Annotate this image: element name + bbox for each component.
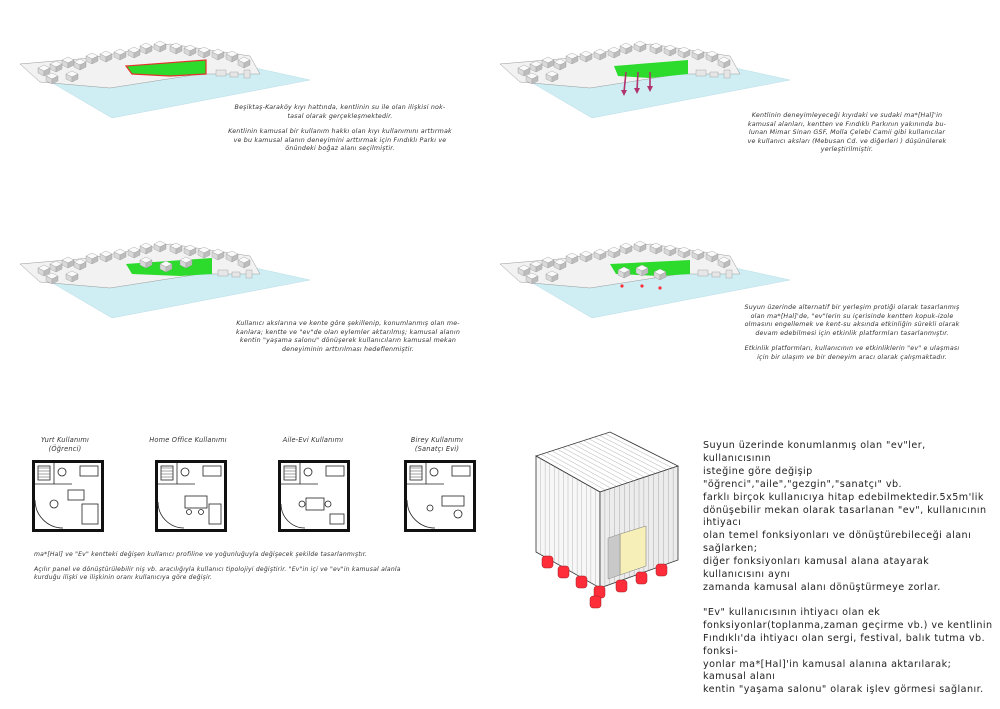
site-diagram-4 [499, 240, 791, 319]
site-note-4: Suyun üzerinde alternatif bir yerleşim p… [744, 304, 960, 361]
house-description: Suyun üzerinde konumlanmış olan "ev"ler,… [703, 440, 993, 696]
stair-icon [410, 467, 422, 478]
findikli-park [124, 59, 207, 77]
site-note-2: Kentlinin deneyimleyeceği kıyıdaki ve su… [747, 112, 947, 154]
piers [215, 69, 251, 79]
house-axonometric [535, 431, 680, 609]
piers [697, 269, 733, 279]
plan-title-dormitory: Yurt Kullanımı (Öğrenci) [40, 436, 90, 453]
house-left-facade [535, 455, 601, 589]
pontoon-floats [541, 555, 668, 609]
access-arrows [621, 71, 653, 96]
glazed-opening-side [607, 533, 621, 580]
site-note-3: Kullanıcı akslarına ve kente göre şekill… [235, 320, 461, 353]
site-note-1: Beşiktaş-Karaköy kıyı hattında, kentlini… [228, 104, 452, 153]
site-diagram-2 [499, 40, 791, 119]
stair-icon [284, 467, 296, 478]
stair-icon [38, 467, 50, 478]
site-diagram-3 [19, 240, 311, 319]
plan-title-home-office: Home Office Kullanımı [149, 436, 227, 444]
site-diagram-1 [19, 40, 311, 119]
floor-plan-artist-home [404, 460, 476, 532]
plan-title-artist-home: Birey Kullanımı (Sanatçı Evi) [410, 436, 464, 453]
plan-title-family-home: Aile-Evi Kullanımı [282, 436, 344, 444]
pontoon-markers [620, 284, 662, 290]
piers [695, 69, 731, 79]
stair-icon [161, 467, 173, 478]
house-right-facade [599, 465, 679, 589]
piers [217, 269, 253, 279]
plan-notes: ma*[Hal] ve "Ev" kentteki değişen kullan… [34, 551, 401, 581]
findikli-park [614, 60, 688, 78]
floor-plan-dormitory [32, 460, 104, 532]
floor-plan-family-home [278, 460, 350, 532]
floor-plan-home-office [155, 460, 227, 532]
